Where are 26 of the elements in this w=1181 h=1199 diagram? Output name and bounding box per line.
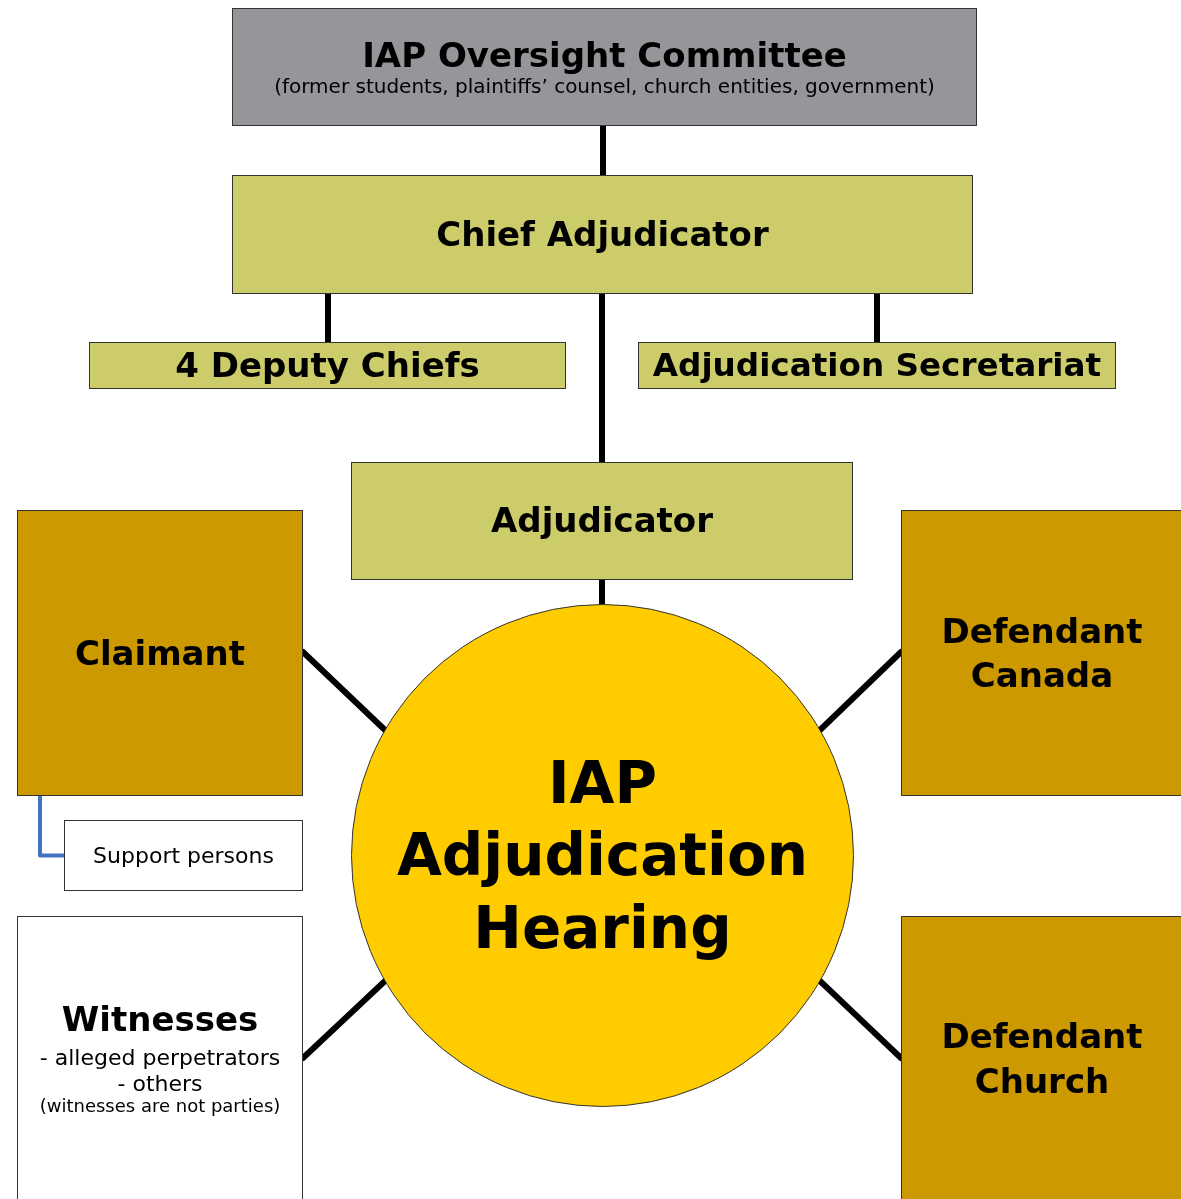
party-box	[901, 916, 1181, 1199]
body-text: (former students, plaintiffs’ counsel, church entities, government)	[274, 75, 935, 99]
label-text: Adjudicator	[491, 501, 713, 541]
note-text: (witnesses are not parties)	[39, 1096, 281, 1117]
info-box	[64, 820, 303, 891]
heading-text: IAP Oversight Committee	[362, 35, 847, 76]
heading-text: Witnesses	[61, 1000, 259, 1040]
role-box	[232, 175, 973, 294]
label-text: IAP Adjudication Hearing	[395, 747, 810, 964]
role-box	[89, 342, 566, 389]
label-text: Chief Adjudicator	[436, 214, 769, 255]
label-text: Adjudication Secretariat	[652, 346, 1102, 385]
label-text: Defendant Canada	[940, 609, 1144, 697]
role-box	[351, 462, 853, 580]
label-text: 4 Deputy Chiefs	[175, 345, 480, 386]
connector-line	[38, 794, 66, 858]
party-box	[17, 510, 303, 796]
party-box	[901, 510, 1181, 796]
label-text: Claimant	[74, 631, 245, 675]
label-text: Support persons	[93, 842, 274, 869]
info-box	[17, 916, 303, 1199]
committee-box	[232, 8, 977, 126]
role-box	[638, 342, 1116, 389]
label-text: Defendant Church	[940, 1015, 1144, 1103]
body-text: - alleged perpetrators	[39, 1045, 281, 1071]
body-text: - others	[117, 1070, 203, 1096]
